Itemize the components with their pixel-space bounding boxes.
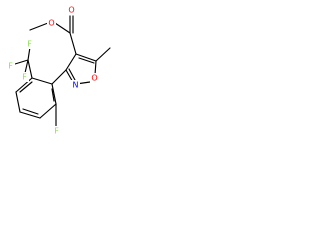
bond-phenyl-2	[39, 103, 57, 119]
bond-phenyl-5	[15, 77, 33, 93]
bond-methoxy-methyl-to-oxygen	[29, 22, 49, 31]
bond-layer	[14, 15, 111, 129]
molecule-structure: O O O N F F F F	[6, 5, 111, 136]
carbonyl-oxygen-label: O	[68, 6, 74, 15]
bond-isoxazole-c3-n-inner	[68, 68, 76, 81]
isoxazole-nitrogen-label-background	[71, 80, 80, 90]
bond-phenyl-6	[31, 77, 53, 85]
bond-phenyl-3	[19, 111, 41, 119]
bond-isoxazole-c4-c5	[75, 53, 97, 62]
methoxy-oxygen-label: O	[48, 19, 54, 28]
bond-cf3-to-f-top	[27, 46, 31, 61]
methoxy-oxygen-label-background	[47, 18, 56, 28]
isoxazole-oxygen-label: O	[91, 74, 97, 83]
cf3-fluorine-left-label: F	[8, 62, 13, 71]
bond-methoxy-oxygen-to-carbonyl-carbon	[54, 22, 71, 34]
bond-c5-methyl	[95, 47, 111, 62]
bond-cf3-to-f-bottom	[24, 59, 29, 74]
isoxazole-nitrogen-label: N	[73, 81, 79, 90]
cf3-fluorine-top-label: F	[27, 40, 32, 49]
molecule-canvas: O O O N F F F F	[0, 0, 152, 152]
ring-fluorine-label-background	[52, 126, 61, 136]
cf3-fluorine-left-label-background	[6, 61, 15, 71]
ring-fluorine-label: F	[54, 127, 59, 136]
carbonyl-oxygen-label-background	[67, 5, 76, 15]
bond-isoxazole-c5-o	[94, 60, 97, 76]
bond-phenyl-inner-2	[22, 108, 39, 115]
atom-label-layer: O O O N F F F F	[6, 5, 99, 136]
bond-phenyl-inner-1	[51, 88, 55, 102]
cf3-fluorine-bottom-label: F	[22, 73, 27, 82]
bond-phenyl-4	[15, 91, 21, 113]
bond-cf3-to-f-left	[14, 59, 29, 65]
bond-phenyl-1	[51, 83, 57, 105]
bond-isoxazole-c3-c4	[65, 53, 77, 71]
isoxazole-oxygen-label-background	[90, 73, 99, 83]
cf3-fluorine-top-label-background	[25, 39, 34, 49]
bond-phenyl-to-cf3-carbon	[27, 59, 33, 79]
bond-isoxazole-c4-c5-inner	[78, 57, 95, 64]
bond-phenyl-inner-3	[19, 81, 33, 93]
bond-isoxazole-to-phenyl	[51, 69, 67, 85]
bond-carbonyl-to-isoxazole-c4	[69, 32, 77, 55]
cf3-fluorine-bottom-label-background	[20, 72, 29, 82]
